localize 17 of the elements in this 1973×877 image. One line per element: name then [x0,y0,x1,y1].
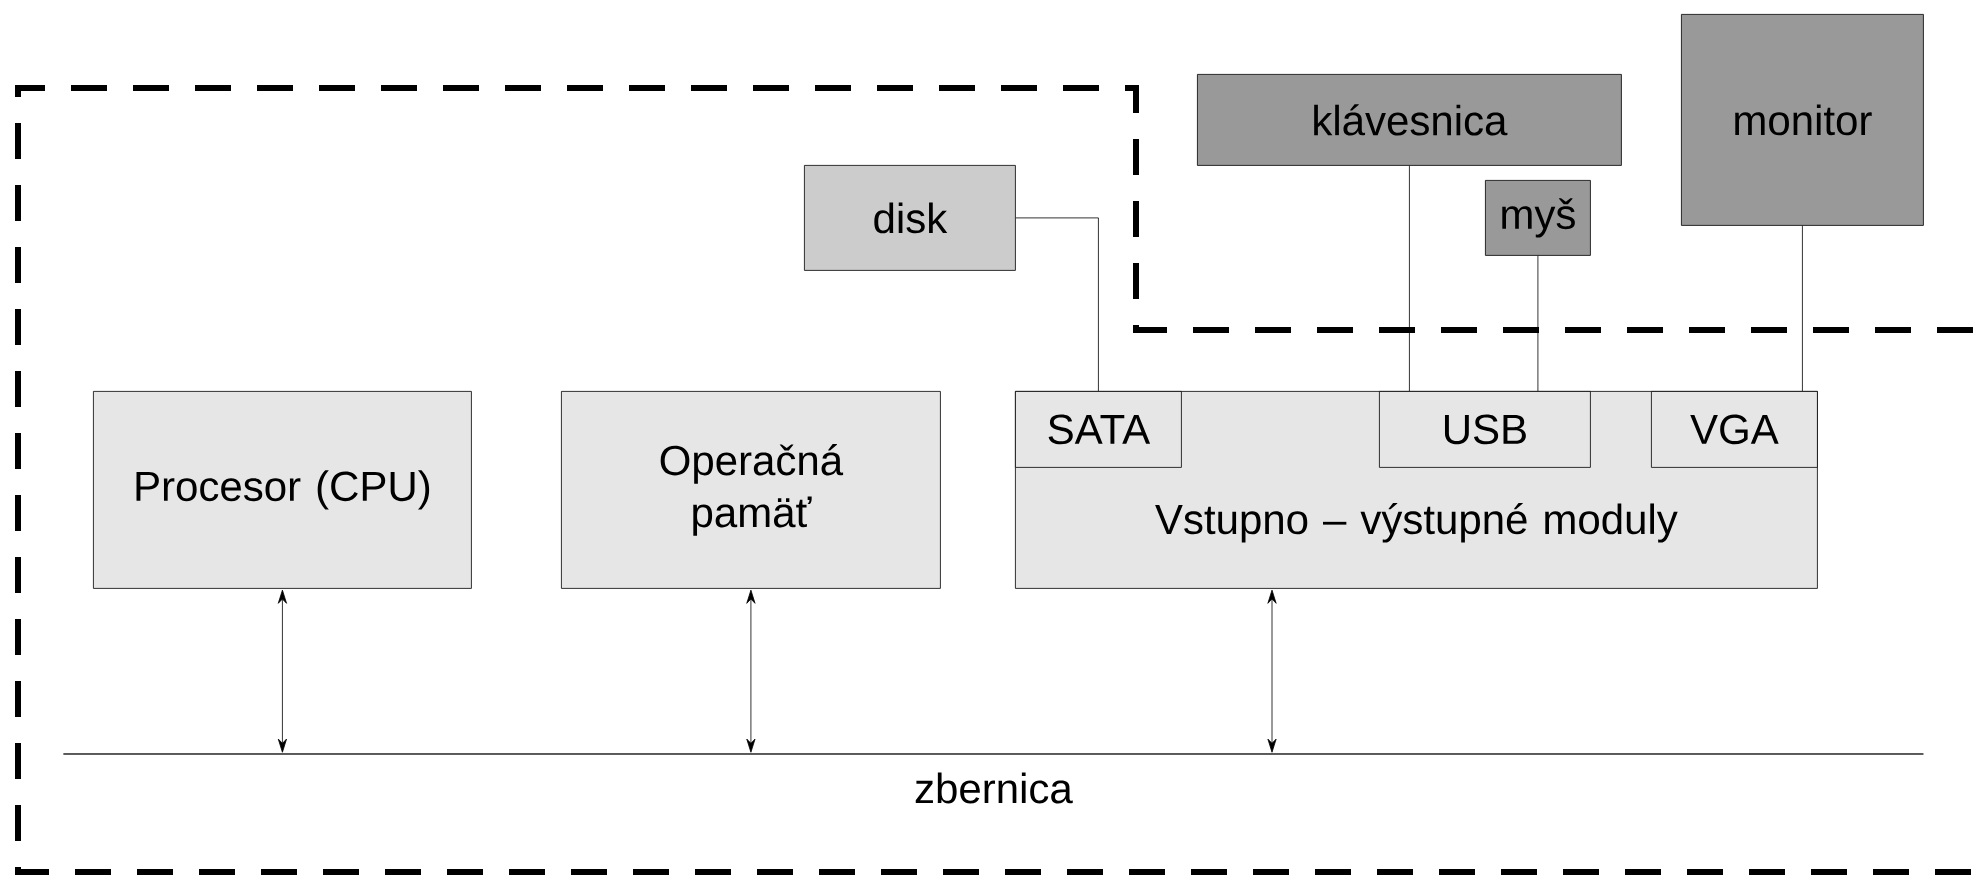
connector [746,589,756,753]
connector [277,589,287,753]
port-box: SATA [1015,391,1182,468]
device-box: monitor [1681,14,1924,226]
port-box: VGA [1651,391,1818,468]
bus-line: zbernica [63,753,1924,804]
connector [1802,225,1803,392]
connector [1015,217,1099,392]
connector [1537,255,1539,392]
device-box: myš [1485,180,1591,256]
connector [1409,165,1410,392]
device-box: klávesnica [1197,74,1622,166]
component-box: Procesor (CPU) [93,391,472,589]
connector [1267,589,1277,753]
device-box: disk [804,165,1016,271]
component-box: Operačná pamäť [561,391,941,589]
port-box: USB [1379,391,1591,468]
